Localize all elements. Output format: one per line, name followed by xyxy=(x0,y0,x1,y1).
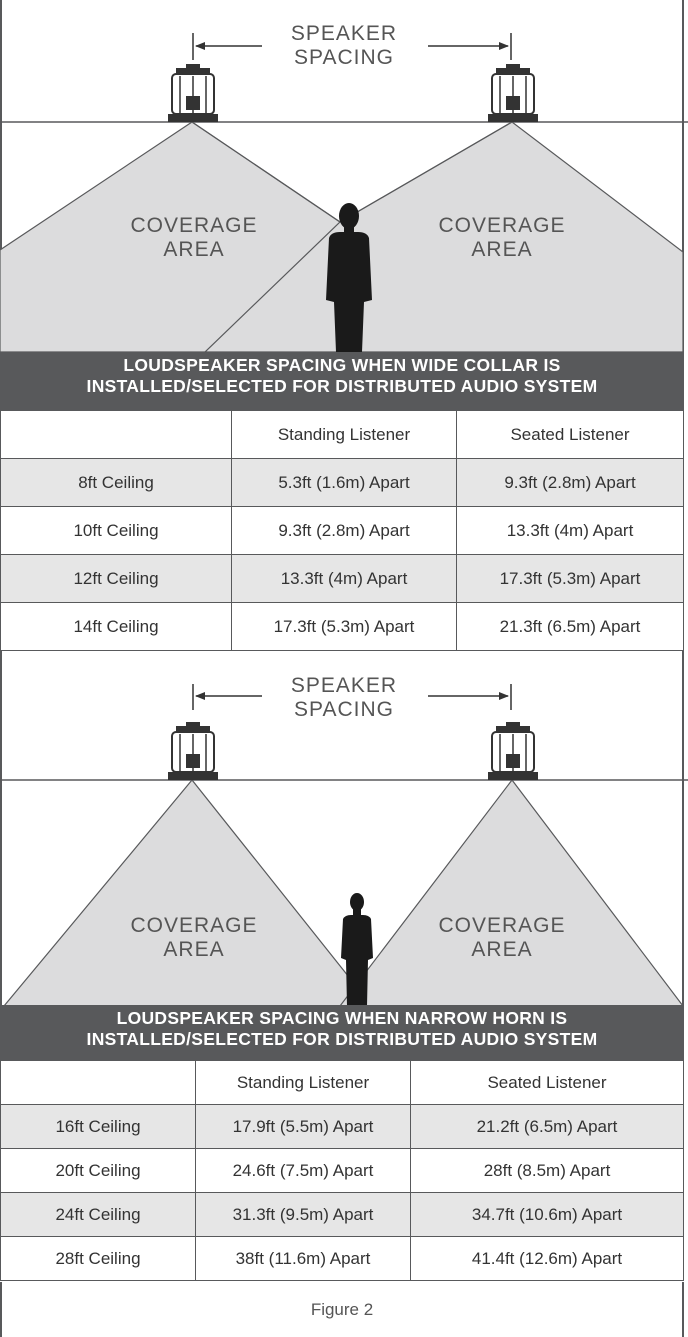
seated-cell: 34.7ft (10.6m) Apart xyxy=(410,1192,684,1237)
ceiling-cell: 24ft Ceiling xyxy=(0,1192,196,1237)
ceiling-cell: 12ft Ceiling xyxy=(0,554,232,603)
ceiling-cell: 8ft Ceiling xyxy=(0,458,232,507)
standing-cell: 38ft (11.6m) Apart xyxy=(195,1236,411,1281)
standing-cell: 31.3ft (9.5m) Apart xyxy=(195,1192,411,1237)
speaker-icon xyxy=(168,64,218,122)
wide-collar-spacing-table: Standing Listener Seated Listener 8ft Ce… xyxy=(0,410,684,651)
standing-cell: 24.6ft (7.5m) Apart xyxy=(195,1148,411,1193)
table-row: 14ft Ceiling 17.3ft (5.3m) Apart 21.3ft … xyxy=(0,602,684,651)
narrow-horn-diagram: SPEAKER SPACING COVERAGE AREA COVERAGE A… xyxy=(0,650,688,1006)
caption-frame-right xyxy=(682,1282,684,1337)
header-cell: Seated Listener xyxy=(410,1060,684,1105)
ceiling-cell: 28ft Ceiling xyxy=(0,1236,196,1281)
coverage-area-label-left: COVERAGE AREA xyxy=(130,914,258,961)
table-row: 28ft Ceiling 38ft (11.6m) Apart 41.4ft (… xyxy=(0,1236,684,1281)
coverage-area-label-right: COVERAGE AREA xyxy=(438,214,566,261)
coverage-cone-right xyxy=(339,779,684,1006)
ceiling-cell: 16ft Ceiling xyxy=(0,1104,196,1149)
narrow-horn-spacing-table: Standing Listener Seated Listener 16ft C… xyxy=(0,1060,684,1281)
narrow-horn-diagram-graphic xyxy=(0,650,688,1006)
header-cell: Seated Listener xyxy=(456,410,684,459)
speaker-spacing-label: SPEAKER SPACING xyxy=(290,22,398,69)
header-cell xyxy=(0,410,232,459)
header-cell: Standing Listener xyxy=(195,1060,411,1105)
coverage-area-label-left: COVERAGE AREA xyxy=(130,214,258,261)
speaker-icon xyxy=(488,722,538,780)
seated-cell: 41.4ft (12.6m) Apart xyxy=(410,1236,684,1281)
header-cell: Standing Listener xyxy=(231,410,457,459)
table-row: 8ft Ceiling 5.3ft (1.6m) Apart 9.3ft (2.… xyxy=(0,458,684,507)
wide-collar-diagram: SPEAKER SPACING COVERAGE AREA COVERAGE A… xyxy=(0,0,688,352)
seated-cell: 17.3ft (5.3m) Apart xyxy=(456,554,684,603)
table-header-row: Standing Listener Seated Listener xyxy=(0,410,684,459)
speaker-icon xyxy=(168,722,218,780)
ceiling-cell: 14ft Ceiling xyxy=(0,602,232,651)
seated-cell: 13.3ft (4m) Apart xyxy=(456,506,684,555)
wide-collar-diagram-graphic xyxy=(0,0,688,352)
standing-cell: 17.9ft (5.5m) Apart xyxy=(195,1104,411,1149)
wide-collar-section: SPEAKER SPACING COVERAGE AREA COVERAGE A… xyxy=(0,0,688,652)
table-row: 10ft Ceiling 9.3ft (2.8m) Apart 13.3ft (… xyxy=(0,506,684,555)
narrow-horn-title-banner: LOUDSPEAKER SPACING WHEN NARROW HORN IS … xyxy=(0,1005,684,1060)
wide-collar-title-banner: LOUDSPEAKER SPACING WHEN WIDE COLLAR IS … xyxy=(0,352,684,410)
coverage-area-label-right: COVERAGE AREA xyxy=(438,914,566,961)
table-header-row: Standing Listener Seated Listener xyxy=(0,1060,684,1105)
narrow-horn-section: SPEAKER SPACING COVERAGE AREA COVERAGE A… xyxy=(0,650,688,1337)
ceiling-cell: 10ft Ceiling xyxy=(0,506,232,555)
standing-cell: 9.3ft (2.8m) Apart xyxy=(231,506,457,555)
seated-cell: 28ft (8.5m) Apart xyxy=(410,1148,684,1193)
figure-caption: Figure 2 xyxy=(310,1300,374,1319)
header-cell xyxy=(0,1060,196,1105)
caption-frame-left xyxy=(0,1282,2,1337)
coverage-cone-left xyxy=(3,779,373,1006)
speaker-spacing-label: SPEAKER SPACING xyxy=(290,674,398,721)
ceiling-cell: 20ft Ceiling xyxy=(0,1148,196,1193)
seated-cell: 21.2ft (6.5m) Apart xyxy=(410,1104,684,1149)
seated-cell: 9.3ft (2.8m) Apart xyxy=(456,458,684,507)
seated-cell: 21.3ft (6.5m) Apart xyxy=(456,602,684,651)
standing-cell: 17.3ft (5.3m) Apart xyxy=(231,602,457,651)
standing-cell: 13.3ft (4m) Apart xyxy=(231,554,457,603)
standing-cell: 5.3ft (1.6m) Apart xyxy=(231,458,457,507)
table-row: 16ft Ceiling 17.9ft (5.5m) Apart 21.2ft … xyxy=(0,1104,684,1149)
table-row: 24ft Ceiling 31.3ft (9.5m) Apart 34.7ft … xyxy=(0,1192,684,1237)
standing-person-icon xyxy=(341,893,373,1006)
table-row: 12ft Ceiling 13.3ft (4m) Apart 17.3ft (5… xyxy=(0,554,684,603)
standing-person-icon xyxy=(326,203,372,352)
table-row: 20ft Ceiling 24.6ft (7.5m) Apart 28ft (8… xyxy=(0,1148,684,1193)
speaker-icon xyxy=(488,64,538,122)
